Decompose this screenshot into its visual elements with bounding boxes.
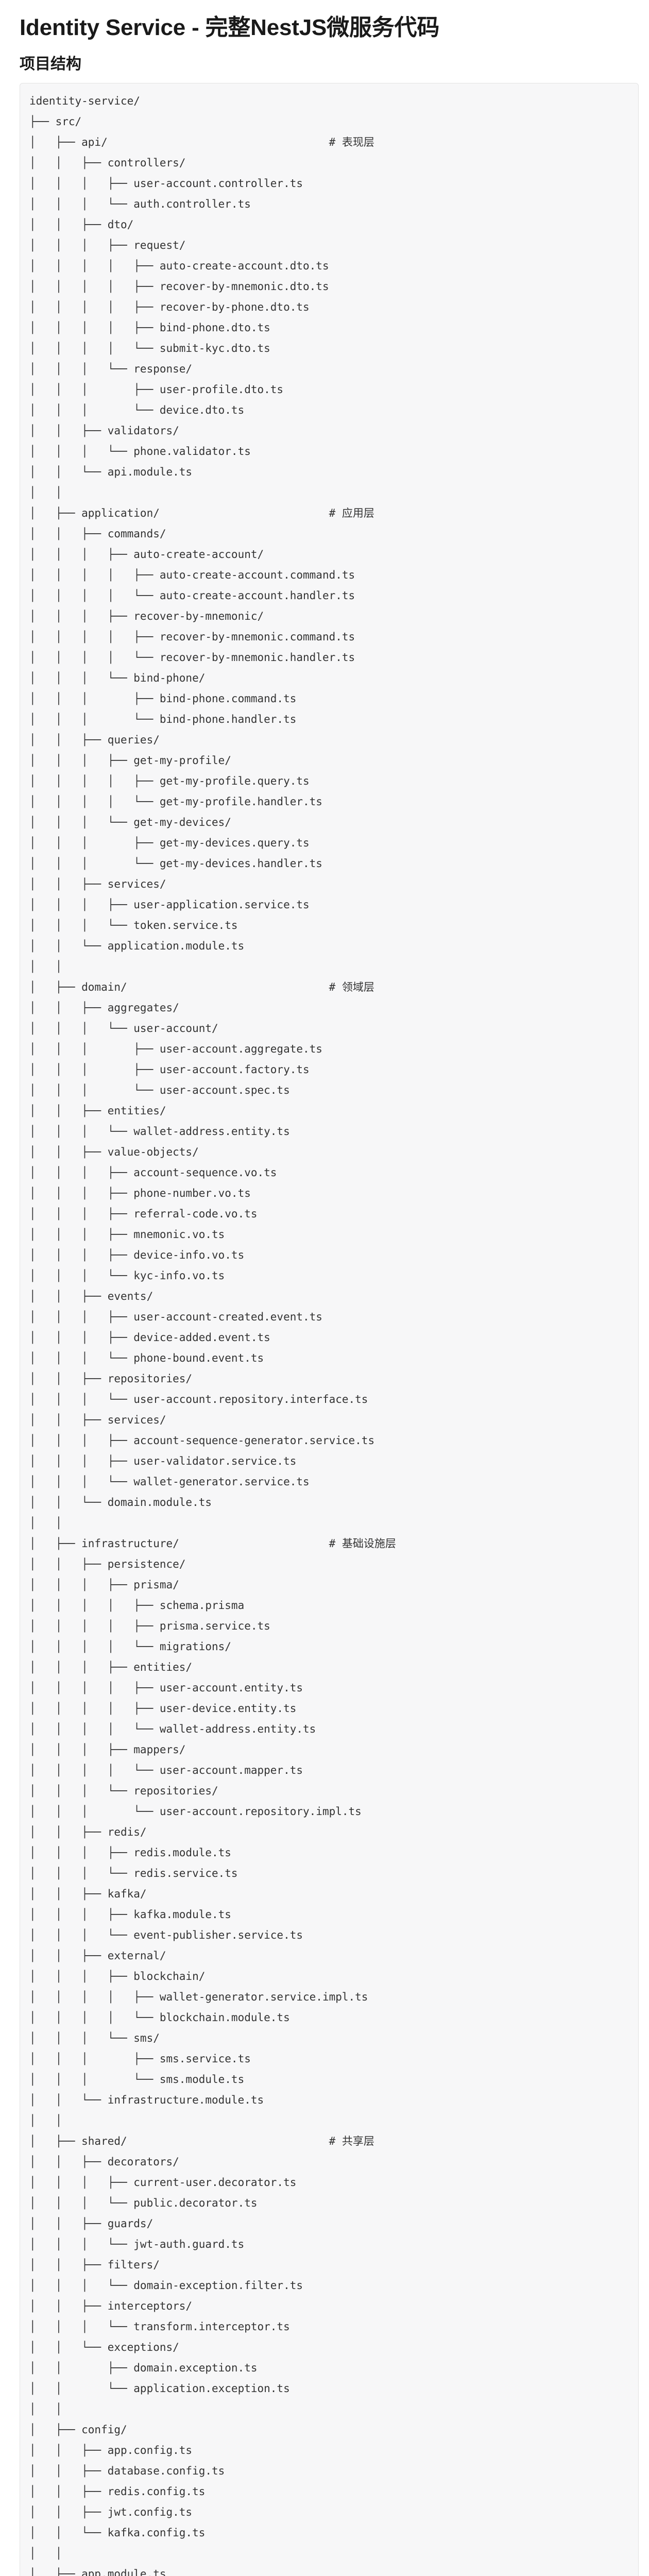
project-structure-code-block: identity-service/ ├── src/ │ ├── api/ # …	[20, 83, 639, 2576]
section-heading-project-structure: 项目结构	[20, 56, 81, 73]
page-title: Identity Service - 完整NestJS微服务代码	[20, 15, 440, 40]
file-tree-text: identity-service/ ├── src/ │ ├── api/ # …	[29, 95, 396, 2576]
